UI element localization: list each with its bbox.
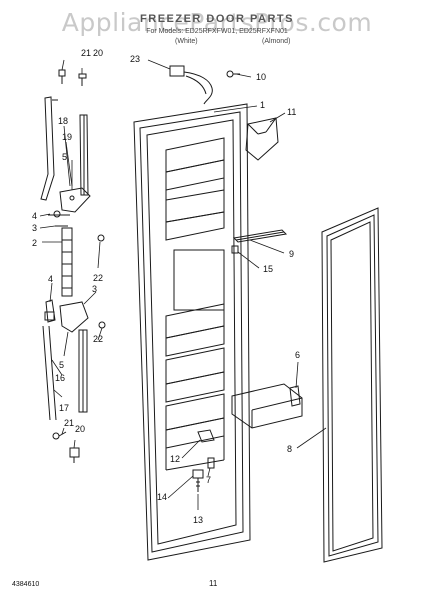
callout-21-bottom: 21 bbox=[64, 418, 74, 428]
trim-strip bbox=[231, 229, 288, 254]
callout-12: 12 bbox=[170, 454, 180, 464]
callout-23: 23 bbox=[130, 54, 140, 64]
document-number: 4384610 bbox=[12, 581, 40, 588]
callout-20-bottom: 20 bbox=[75, 424, 85, 434]
callout-13: 13 bbox=[193, 515, 203, 525]
callout-4-lower: 4 bbox=[48, 274, 53, 284]
callout-labels: 23 10 1 11 21 20 18 19 5 4 3 2 22 9 15 4… bbox=[32, 48, 300, 525]
callout-9: 9 bbox=[289, 249, 294, 259]
door-bin bbox=[231, 383, 303, 429]
callout-16: 16 bbox=[55, 373, 65, 383]
callout-5-upper: 5 bbox=[62, 152, 67, 162]
upper-hinge-plate bbox=[48, 187, 105, 242]
ice-chute bbox=[245, 117, 279, 161]
wire-harness bbox=[169, 65, 240, 105]
callout-3-upper: 3 bbox=[32, 223, 37, 233]
callout-21-top: 21 bbox=[81, 48, 91, 58]
callout-10: 10 bbox=[256, 72, 266, 82]
door-liner bbox=[133, 103, 251, 561]
callout-6: 6 bbox=[295, 350, 300, 360]
lower-hinge-assembly bbox=[42, 299, 106, 421]
callout-22-lower: 22 bbox=[93, 334, 103, 344]
callout-2: 2 bbox=[32, 238, 37, 248]
variant-almond: (Almond) bbox=[262, 38, 291, 45]
callout-18: 18 bbox=[58, 116, 68, 126]
callout-20-top: 20 bbox=[93, 48, 103, 58]
leader-lines bbox=[39, 59, 327, 510]
callout-19: 19 bbox=[62, 132, 72, 142]
diagram-subtitle: For Models: ED25RFXFW01, ED25RFXFN01 bbox=[146, 28, 288, 35]
variant-white: (White) bbox=[175, 38, 198, 45]
door-gasket bbox=[321, 207, 383, 563]
callout-4-upper: 4 bbox=[32, 211, 37, 221]
bottom-hinge-pin bbox=[192, 429, 215, 492]
diagram-title: FREEZER DOOR PARTS bbox=[140, 13, 294, 25]
bottom-hinge-screws bbox=[52, 431, 80, 463]
hinge-bar-upper bbox=[40, 96, 89, 201]
callout-8: 8 bbox=[287, 444, 292, 454]
callout-14: 14 bbox=[157, 492, 167, 502]
callout-11: 11 bbox=[287, 107, 296, 117]
callout-17: 17 bbox=[59, 403, 69, 413]
gasket-strip bbox=[61, 227, 73, 297]
page-number: 11 bbox=[209, 579, 218, 588]
callout-7: 7 bbox=[206, 475, 211, 485]
callout-1: 1 bbox=[260, 100, 265, 110]
callout-5-lower: 5 bbox=[59, 360, 64, 370]
callout-22-upper: 22 bbox=[93, 273, 103, 283]
callout-15: 15 bbox=[263, 264, 273, 274]
watermark: AppliancePartsPros.com bbox=[61, 8, 373, 37]
callout-3-lower: 3 bbox=[92, 284, 97, 294]
